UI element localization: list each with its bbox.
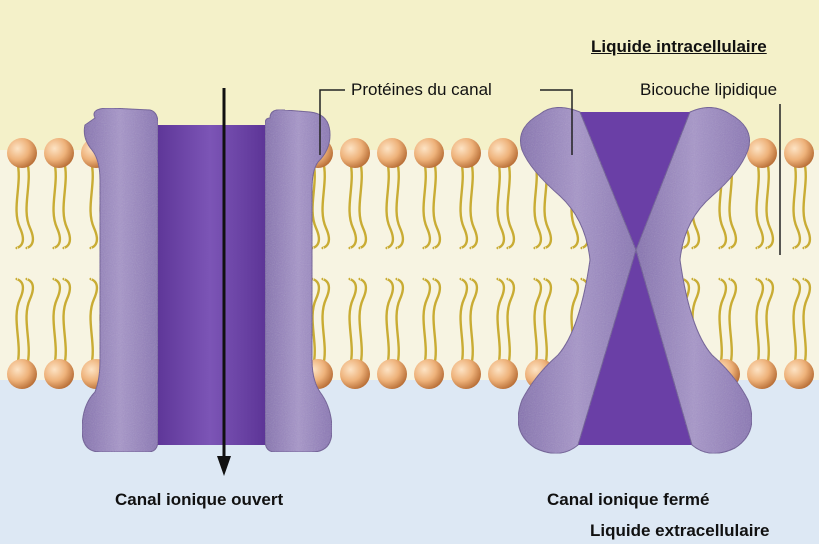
lipid-head bbox=[340, 359, 370, 389]
lipid-head bbox=[784, 359, 814, 389]
lipid-bilayer-label: Bicouche lipidique bbox=[640, 80, 777, 100]
closed-channel-label: Canal ionique fermé bbox=[547, 490, 709, 510]
lipid-head bbox=[377, 138, 407, 168]
channel-proteins-label: Protéines du canal bbox=[351, 80, 492, 100]
lipid-head bbox=[44, 138, 74, 168]
lipid-head bbox=[747, 359, 777, 389]
lipid-head bbox=[44, 359, 74, 389]
lipid-head bbox=[7, 359, 37, 389]
lipid-head bbox=[784, 138, 814, 168]
lipid-head bbox=[377, 359, 407, 389]
lipid-head bbox=[7, 138, 37, 168]
lipid-head bbox=[451, 138, 481, 168]
lipid-head bbox=[414, 138, 444, 168]
lipid-head bbox=[747, 138, 777, 168]
lipid-head bbox=[488, 138, 518, 168]
lipid-head bbox=[451, 359, 481, 389]
lipid-head bbox=[414, 359, 444, 389]
extracellular-label: Liquide extracellulaire bbox=[590, 521, 770, 541]
lipid-head bbox=[488, 359, 518, 389]
open-channel-pore bbox=[150, 125, 270, 445]
lipid-head bbox=[340, 138, 370, 168]
open-channel bbox=[82, 108, 332, 452]
open-channel-label: Canal ionique ouvert bbox=[115, 490, 283, 510]
intracellular-label: Liquide intracellulaire bbox=[591, 37, 767, 57]
